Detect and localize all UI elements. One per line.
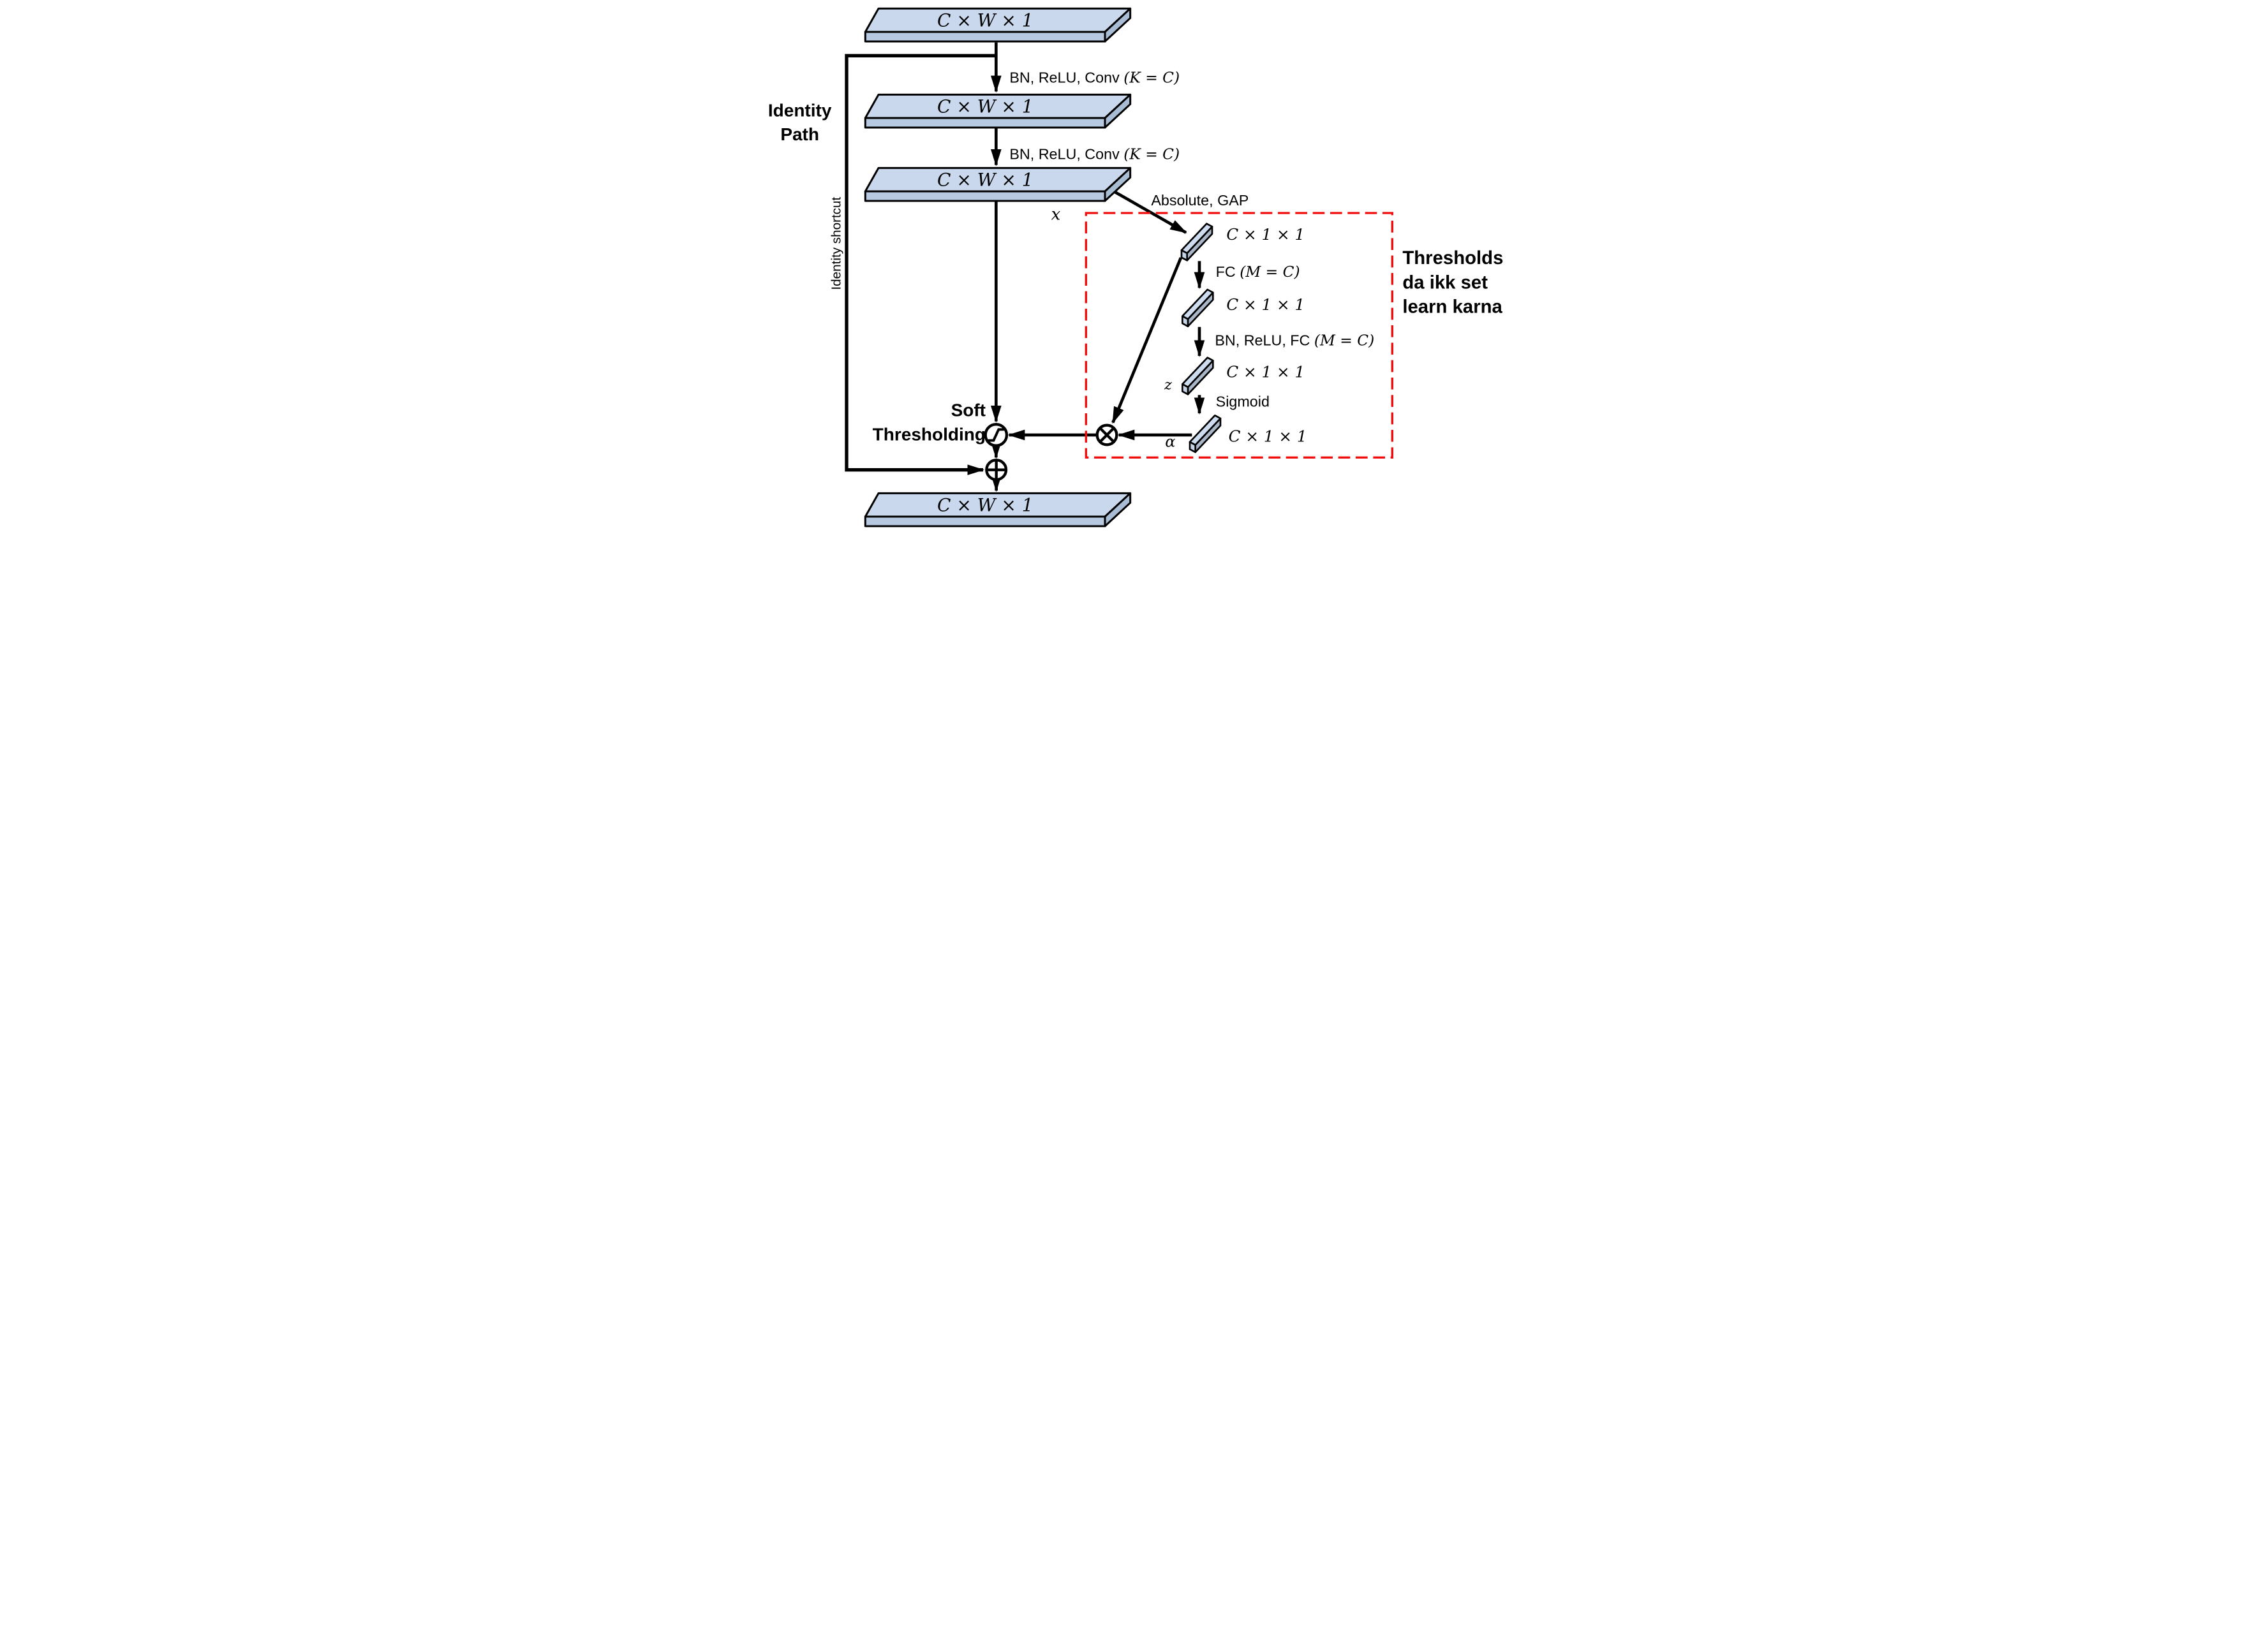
conv1-slab-label: C × W × 1	[937, 96, 1034, 117]
fc1-vector-end-cap	[1181, 315, 1189, 327]
conv2-label: BN, ReLU, Conv (K = C)	[1009, 145, 1180, 163]
threshold-branch-arrows	[1007, 190, 1205, 441]
input-slab-label: C × W × 1	[937, 10, 1034, 31]
alpha-variable-label: α	[1165, 433, 1175, 451]
fc2-vector	[1181, 357, 1214, 395]
identity-shortcut-line	[845, 54, 997, 475]
conv2-slab-label: C × W × 1	[937, 169, 1034, 190]
alpha-vector	[1189, 415, 1222, 453]
alpha-vector-end-cap	[1189, 441, 1196, 453]
residual-shrinkage-block-diagram: C × W × 1 C × W × 1 C × W × 1 C × W × 1	[756, 0, 1512, 545]
thresholds-note: Thresholds da ikk set learn karna	[1402, 247, 1503, 318]
diagram-canvas: C × W × 1 C × W × 1 C × W × 1 C × W × 1	[768, 7, 1503, 527]
soft-thresholding-note-line2: Thresholding	[873, 425, 986, 445]
z-variable-label: z	[1164, 377, 1173, 394]
gap-vector-label: C × 1 × 1	[1226, 225, 1305, 244]
soft-thresholding-note: Soft Thresholding	[873, 401, 986, 445]
conv2-slab-side-face	[1104, 166, 1132, 202]
output-slab-front-face	[864, 515, 1106, 527]
bn-fc-label: BN, ReLU, FC (M = C)	[1215, 331, 1374, 349]
conv1-label: BN, ReLU, Conv (K = C)	[1009, 68, 1180, 86]
identity-path-note: Identity Path	[768, 101, 832, 144]
thresholds-note-line1: Thresholds	[1402, 247, 1503, 269]
x-variable-label: x	[1051, 205, 1061, 224]
fc1-vector	[1181, 288, 1214, 327]
conv2-slab-front-face	[864, 190, 1106, 202]
gap-vector-end-cap	[1180, 249, 1188, 261]
sigmoid-label: Sigmoid	[1216, 393, 1270, 409]
soft-thresholding-note-line1: Soft	[951, 401, 986, 420]
conv1-slab-side-face	[1104, 93, 1132, 129]
output-slab: C × W × 1	[864, 492, 1132, 527]
soft-threshold-icon	[984, 423, 1009, 447]
gap-vector	[1180, 223, 1213, 261]
output-slab-label: C × W × 1	[937, 494, 1034, 515]
fc1-vector-label: C × 1 × 1	[1226, 295, 1305, 314]
input-slab-side-face	[1104, 7, 1132, 43]
fc2-vector-label: C × 1 × 1	[1226, 363, 1305, 381]
thresholds-note-line3: learn karna	[1402, 297, 1502, 318]
input-slab: C × W × 1	[864, 7, 1132, 43]
conv1-slab-front-face	[864, 117, 1106, 129]
conv1-output-slab: C × W × 1	[864, 93, 1132, 129]
identity-path-note-line2: Path	[780, 124, 819, 144]
thresholds-note-line2: da ikk set	[1402, 272, 1488, 293]
multiply-icon	[1095, 423, 1118, 446]
add-icon	[985, 459, 1008, 482]
alpha-vector-label: C × 1 × 1	[1229, 427, 1307, 446]
identity-path-note-line1: Identity	[768, 101, 832, 121]
identity-shortcut-label: Identity shortcut	[829, 197, 844, 290]
input-slab-front-face	[864, 31, 1106, 43]
conv2-output-slab: C × W × 1	[864, 166, 1132, 202]
fc2-vector-end-cap	[1181, 383, 1189, 395]
absolute-gap-label: Absolute, GAP	[1151, 192, 1249, 209]
gap-to-multiply-arrow	[1111, 257, 1183, 424]
threshold-region-box	[1085, 212, 1393, 459]
output-slab-side-face	[1104, 492, 1132, 527]
fc1-label: FC (M = C)	[1216, 263, 1300, 281]
